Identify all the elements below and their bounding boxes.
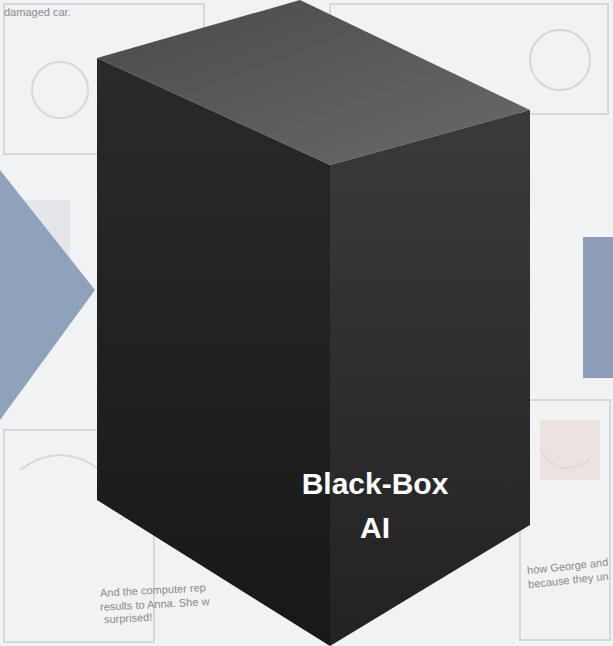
comic-text: surprised! <box>104 611 153 627</box>
comic-text: damaged car. <box>4 6 71 19</box>
input-arrow <box>0 170 95 420</box>
black-box-cube: Black-Box AI <box>95 0 535 646</box>
output-arrow <box>583 237 613 378</box>
cube-outline <box>95 0 535 646</box>
cube-right-face <box>330 110 530 646</box>
cube-label: Black-Box AI <box>300 462 450 550</box>
cube-left-face <box>97 58 330 646</box>
